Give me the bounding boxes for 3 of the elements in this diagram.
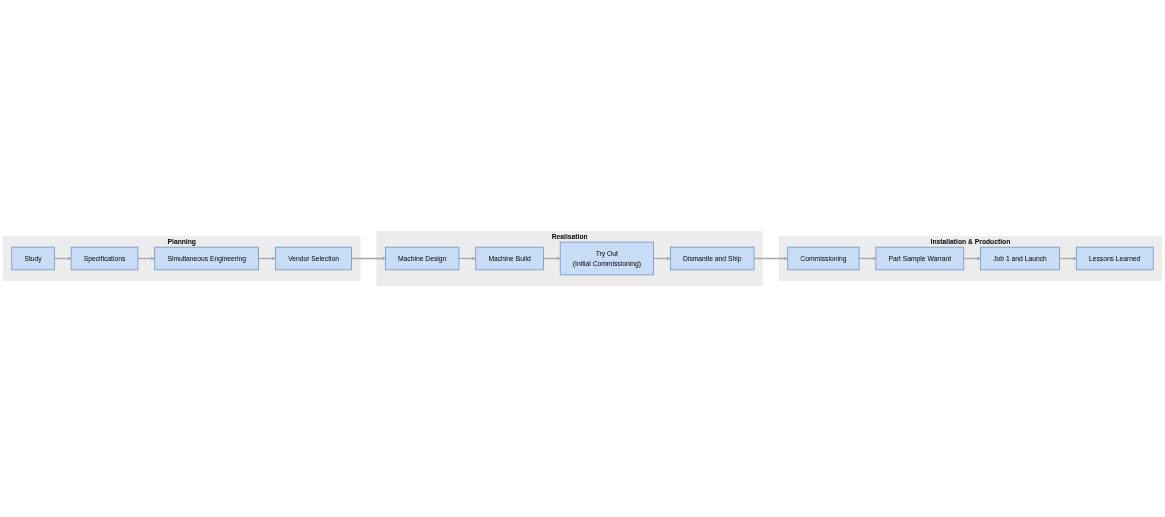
arrow: [258, 256, 276, 261]
arrow: [351, 256, 386, 261]
arrow: [753, 256, 788, 261]
